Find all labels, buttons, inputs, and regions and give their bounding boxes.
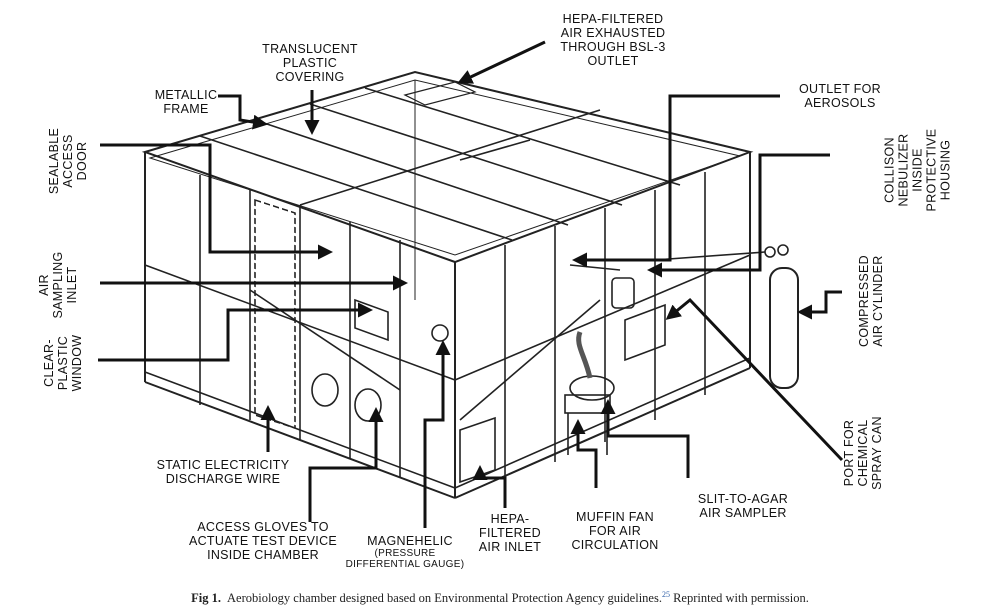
label-sealable-door: SEALABLE ACCESS DOOR xyxy=(47,127,89,195)
chamber-frame xyxy=(141,70,799,499)
caption-text: Aerobiology chamber designed based on En… xyxy=(227,591,662,606)
leader-arrows xyxy=(98,40,844,528)
figure-caption: Fig 1. Aerobiology chamber designed based… xyxy=(0,590,1000,606)
arrow-muffin-fan xyxy=(570,419,598,488)
label-clear-plastic: CLEAR- PLASTIC WINDOW xyxy=(42,334,84,392)
label-compressed-air: COMPRESSED AIR CYLINDER xyxy=(857,255,885,347)
arrow-metallic-frame xyxy=(218,94,268,130)
arrow-sealable-door xyxy=(100,143,333,260)
arrow-collison xyxy=(647,153,830,278)
arrow-hepa-inlet xyxy=(472,465,507,508)
label-hepa-inlet: HEPA- FILTERED AIR INLET xyxy=(478,512,542,554)
label-magnehelic-sub: (PRESSURE DIFFERENTIAL GAUGE) xyxy=(345,548,465,570)
caption-ref[interactable]: 25 xyxy=(661,590,670,599)
arrow-port-spray xyxy=(665,297,844,462)
arrow-outlet-aerosols xyxy=(572,94,780,268)
arrow-slit-agar xyxy=(600,399,690,478)
label-collison: COLLISON NEBULIZER INSIDE PROTECTIVE HOU… xyxy=(882,128,953,212)
label-air-sampling: AIR SAMPLING INLET xyxy=(37,251,79,319)
arrow-hepa-outlet xyxy=(457,40,546,84)
arrow-access-gloves xyxy=(308,407,384,522)
label-port-spray: PORT FOR CHEMICAL SPRAY CAN xyxy=(842,416,884,490)
label-muffin-fan: MUFFIN FAN FOR AIR CIRCULATION xyxy=(571,510,659,552)
label-access-gloves: ACCESS GLOVES TO ACTUATE TEST DEVICE INS… xyxy=(188,520,338,562)
label-metallic-frame: METALLIC FRAME xyxy=(154,88,218,116)
aerobiology-chamber-diagram xyxy=(98,40,844,528)
arrow-magnehelic xyxy=(423,340,451,528)
label-outlet-aerosols: OUTLET FOR AEROSOLS xyxy=(799,82,881,110)
figure-number: Fig 1. xyxy=(191,591,221,606)
label-magnehelic: MAGNEHELIC xyxy=(367,534,453,548)
arrow-clear-plastic xyxy=(98,302,373,362)
label-slit-agar: SLIT-TO-AGAR AIR SAMPLER xyxy=(697,492,789,520)
label-hepa-outlet: HEPA-FILTERED AIR EXHAUSTED THROUGH BSL-… xyxy=(560,12,666,68)
label-static-wire: STATIC ELECTRICITY DISCHARGE WIRE xyxy=(156,458,290,486)
label-translucent: TRANSLUCENT PLASTIC COVERING xyxy=(262,42,358,84)
arrow-compressed-air xyxy=(797,290,842,320)
caption-suffix: Reprinted with permission. xyxy=(669,591,809,606)
